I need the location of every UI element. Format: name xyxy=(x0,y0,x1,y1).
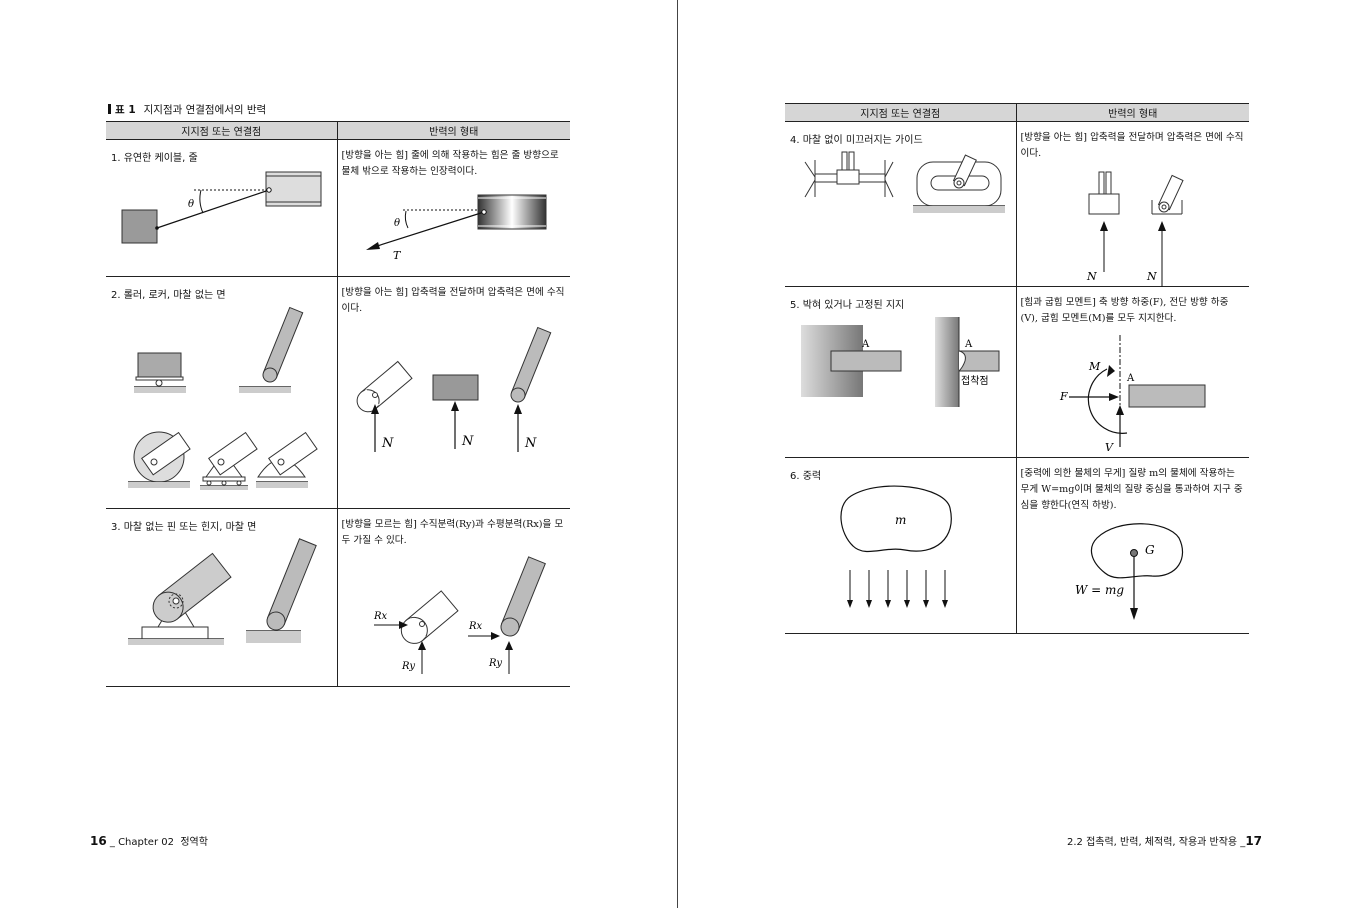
page-divider xyxy=(677,0,678,908)
table-row: 4. 마찰 없이 미끄러지는 가이드 xyxy=(785,121,1249,287)
cable-reaction-figure: θ T xyxy=(365,194,546,262)
tension-symbol: T xyxy=(393,249,402,262)
fixed-reaction-figure: A F V M xyxy=(1059,335,1205,454)
supports-table-right: 지지점 또는 연결점 반력의 형태 4. 마찰 없이 미끄러지는 가이드 xyxy=(785,103,1249,634)
mass-symbol: m xyxy=(895,513,906,527)
page-footer: 16 _ Chapter 02 정역학 xyxy=(90,833,208,848)
normal-force-symbol: N xyxy=(381,436,394,451)
header-support: 지지점 또는 연결점 xyxy=(785,103,1016,122)
reaction-description: [방향을 아는 힘] 압축력을 전달하며 압축력은 면에 수직이다. xyxy=(341,287,565,314)
table-row: 6. 중력 m [중력에 의한 물 xyxy=(785,457,1249,634)
axial-force-symbol: F xyxy=(1059,390,1068,403)
weight-symbol: W = mg xyxy=(1075,583,1124,597)
rx-symbol: Rx xyxy=(468,621,483,632)
center-symbol: G xyxy=(1145,543,1155,557)
roller-reaction-figure: N N N xyxy=(356,326,551,452)
caption-text: 지지점과 연결점에서의 반력 xyxy=(143,104,267,116)
normal-force-symbol: N xyxy=(461,434,474,449)
table-row: 3. 마찰 없는 핀 또는 힌지, 마찰 면 xyxy=(106,508,570,687)
weld-label: 접착점 xyxy=(961,375,989,387)
rx-symbol: Rx xyxy=(373,611,388,622)
supports-table-left: 지지점 또는 연결점 반력의 형태 1. 유연한 케이블, 줄 θ xyxy=(106,121,570,687)
fixed-support-figure: A A 접착점 xyxy=(801,317,1000,407)
guide-support-figure xyxy=(804,151,1005,213)
row-label: 5. 박혀 있거나 고정된 지지 xyxy=(790,300,905,311)
left-page: 표 1 지지점과 연결점에서의 반력 지지점 또는 연결점 반력의 형태 1. 유… xyxy=(0,0,677,908)
angle-symbol: θ xyxy=(394,218,400,229)
shear-force-symbol: V xyxy=(1105,441,1114,454)
chapter-label: _ Chapter 02 xyxy=(109,837,174,848)
roller-support-figure xyxy=(128,306,318,490)
moment-symbol: M xyxy=(1088,360,1101,373)
chapter-title: 정역학 xyxy=(180,837,208,848)
reaction-description: [방향을 아는 힘] 압축력을 전달하며 압축력은 면에 수직이다. xyxy=(1020,132,1244,159)
weight-figure: G W = mg xyxy=(1075,523,1183,620)
normal-force-symbol: N xyxy=(524,436,537,451)
table-caption: 표 1 지지점과 연결점에서의 반력 xyxy=(108,102,266,117)
reaction-description: [방향을 모르는 힘] 수직분력(Ry)과 수평분력(Rx)을 모두 가질 수 … xyxy=(341,519,564,546)
header-support: 지지점 또는 연결점 xyxy=(106,121,337,140)
table-row: 2. 롤러, 로커, 마찰 없는 면 xyxy=(106,276,570,509)
row-label: 6. 중력 xyxy=(790,471,822,482)
right-page: 지지점 또는 연결점 반력의 형태 4. 마찰 없이 미끄러지는 가이드 xyxy=(679,0,1358,908)
header-reaction: 반력의 형태 xyxy=(336,121,570,140)
point-a-label: A xyxy=(964,339,973,350)
normal-force-symbol: N xyxy=(1086,270,1097,283)
ry-symbol: Ry xyxy=(401,661,415,672)
caption-bar xyxy=(108,104,111,114)
normal-force-symbol: N xyxy=(1146,270,1157,283)
page-footer: 2.2 접촉력, 반력, 체적력, 작용과 반작용 _17 xyxy=(1067,833,1262,848)
row-label: 1. 유연한 케이블, 줄 xyxy=(111,153,198,164)
row-label: 2. 롤러, 로커, 마찰 없는 면 xyxy=(111,290,226,301)
gravity-figure: m xyxy=(840,485,952,608)
row-label: 3. 마찰 없는 핀 또는 힌지, 마찰 면 xyxy=(111,522,257,533)
pin-support-figure xyxy=(128,538,317,645)
table-row: 1. 유연한 케이블, 줄 θ [방향을 아는 힘] 줄에 의해 작용하는 힘은… xyxy=(106,139,570,277)
page-number: 16 xyxy=(90,834,107,848)
pin-reaction-figure: Rx Ry Rx Ry xyxy=(373,556,546,674)
guide-reaction-figure: N N xyxy=(1086,171,1184,287)
header-reaction: 반력의 형태 xyxy=(1015,103,1249,122)
table-row: 5. 박혀 있거나 고정된 지지 A A 접착점 [힘과 xyxy=(785,286,1249,458)
row-label: 4. 마찰 없이 미끄러지는 가이드 xyxy=(790,135,923,146)
cable-support-figure: θ xyxy=(121,171,322,244)
point-a-label: A xyxy=(1126,373,1135,384)
reaction-description: [중력에 의한 물체의 무게] 질량 m의 물체에 작용하는 무게 W=mg이며… xyxy=(1020,468,1243,511)
reaction-description: [방향을 아는 힘] 줄에 의해 작용하는 힘은 줄 방향으로 물체 밖으로 작… xyxy=(341,150,559,177)
ry-symbol: Ry xyxy=(488,658,502,669)
angle-symbol: θ xyxy=(188,199,194,210)
section-title: 2.2 접촉력, 반력, 체적력, 작용과 반작용 _ xyxy=(1067,837,1246,848)
caption-prefix: 표 1 xyxy=(115,104,136,116)
point-a-label: A xyxy=(861,339,870,350)
reaction-description: [힘과 굽힘 모멘트] 축 방향 하중(F), 전단 방향 하중(V), 굽힘 … xyxy=(1020,297,1229,324)
page-number: 17 xyxy=(1245,834,1263,848)
